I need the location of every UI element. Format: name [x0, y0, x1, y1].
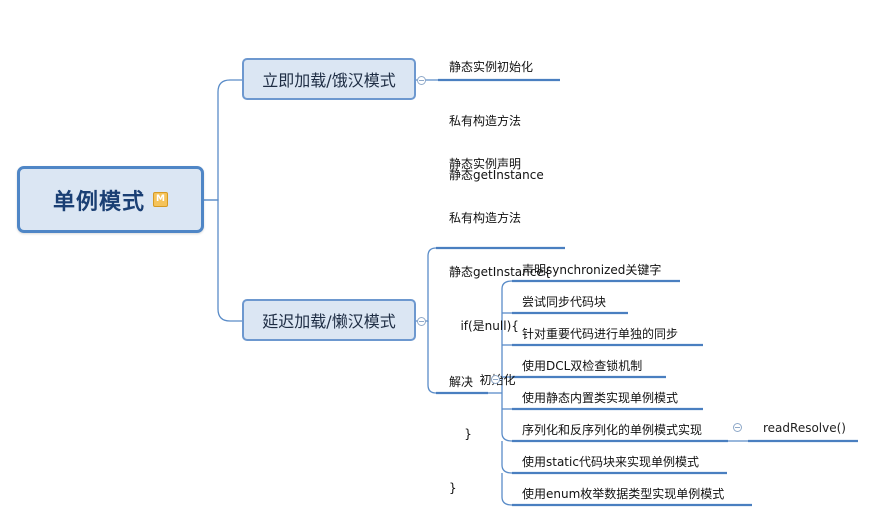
- collapse-toggle-icon[interactable]: [733, 423, 742, 432]
- marker-icon: M: [153, 192, 168, 207]
- collapse-toggle-icon[interactable]: [417, 317, 426, 326]
- topic-eager-label: 立即加载/饿汉模式: [262, 71, 396, 90]
- note-line: if(是null){: [449, 319, 519, 333]
- topic-solve[interactable]: 解决: [449, 375, 474, 389]
- solution-item[interactable]: 使用静态内置类实现单例模式: [522, 391, 679, 405]
- eager-note: 静态实例初始化 私有构造方法 静态getInstance: [449, 22, 544, 202]
- root-to-lazy-connector: [204, 199, 242, 322]
- solution-item[interactable]: 尝试同步代码块: [522, 295, 607, 309]
- topic-read-resolve[interactable]: readResolve(): [763, 421, 846, 435]
- solution-item[interactable]: 序列化和反序列化的单例模式实现: [522, 423, 703, 437]
- fan-item-6: [501, 393, 513, 442]
- solution-item[interactable]: 使用static代码块来实现单例模式: [522, 455, 699, 469]
- note-line: }: [449, 481, 457, 495]
- note-line: 静态实例初始化: [449, 60, 534, 74]
- topic-eager-loading[interactable]: 立即加载/饿汉模式: [242, 58, 416, 100]
- lazy-note: 静态实例声明 私有构造方法 静态getInstance{ if(是null){ …: [449, 119, 551, 515]
- collapse-toggle-icon[interactable]: [491, 375, 500, 384]
- lazy-branch-connector: [416, 247, 437, 322]
- note-line: 静态实例声明: [449, 157, 522, 171]
- root-topic-label: 单例模式: [52, 189, 145, 215]
- solution-item[interactable]: 使用DCL双检查锁机制: [522, 359, 643, 373]
- root-topic[interactable]: 单例模式 M: [17, 166, 204, 233]
- collapse-toggle-icon[interactable]: [417, 76, 426, 85]
- note-line: 静态getInstance: [449, 168, 544, 182]
- solution-item[interactable]: 声明synchronized关键字: [522, 263, 662, 277]
- solution-item[interactable]: 使用enum枚举数据类型实现单例模式: [522, 487, 725, 501]
- note-line: 私有构造方法: [449, 114, 522, 128]
- root-to-eager-connector: [204, 79, 242, 201]
- topic-lazy-loading[interactable]: 延迟加载/懒汉模式: [242, 299, 416, 341]
- note-line: 私有构造方法: [449, 211, 522, 225]
- note-line: }: [449, 427, 472, 441]
- lazy-to-solve-connector: [427, 321, 437, 394]
- note-line: 静态getInstance{: [449, 265, 552, 279]
- topic-lazy-label: 延迟加载/懒汉模式: [262, 312, 396, 331]
- fan-item-1: [501, 280, 513, 393]
- fan-item-7: [501, 441, 513, 474]
- solution-item[interactable]: 针对重要代码进行单独的同步: [522, 327, 679, 341]
- fan-item-8: [501, 473, 513, 506]
